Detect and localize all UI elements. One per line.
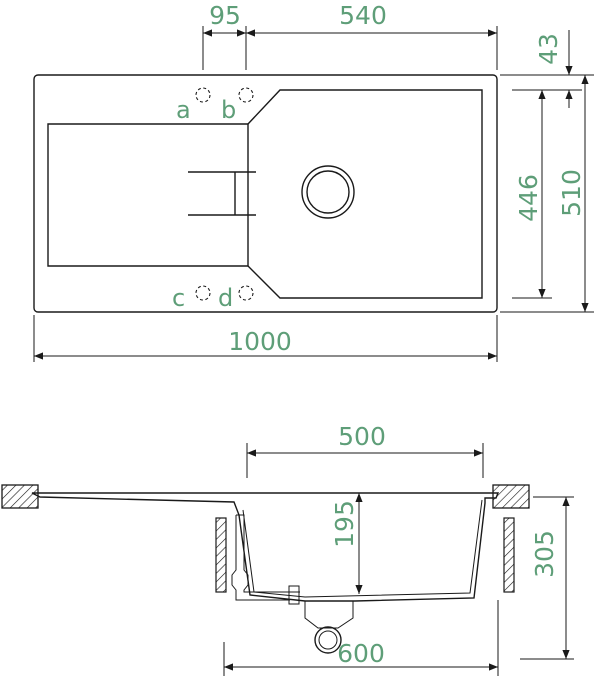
overflow-pipe	[231, 514, 300, 601]
dim-1000: 1000	[228, 327, 292, 356]
dim-500: 500	[338, 422, 386, 451]
dim-195: 195	[330, 500, 359, 548]
dim-540: 540	[339, 1, 387, 30]
sink-outline	[33, 74, 498, 313]
pipe-connector	[288, 585, 300, 605]
drain-outer	[301, 165, 355, 219]
tap-hole-d	[238, 285, 254, 301]
tap-hole-a	[195, 87, 211, 103]
dim-446: 446	[514, 174, 543, 222]
top-view: a b c d 95 540 1000 510 446 43	[33, 1, 594, 362]
countertop-left	[1, 484, 39, 509]
dim-305: 305	[530, 530, 559, 578]
drain-inner	[306, 170, 350, 214]
tap-hole-label-a: a	[176, 96, 191, 124]
cabinet-wall-left	[215, 517, 227, 593]
dim-43: 43	[534, 33, 563, 65]
cabinet-wall-right	[503, 517, 515, 593]
overflow-slot	[188, 171, 256, 216]
countertop-right	[492, 484, 530, 509]
dim-95: 95	[209, 1, 241, 30]
tap-hole-c	[195, 285, 211, 301]
tap-hole-b	[238, 87, 254, 103]
bowl-outline	[247, 89, 483, 299]
tap-hole-label-b: b	[221, 96, 236, 124]
tap-hole-label-d: d	[218, 284, 233, 312]
trap	[314, 626, 342, 654]
sink-profile	[31, 492, 500, 602]
dim-600: 600	[337, 639, 385, 668]
drainer-area	[47, 123, 249, 267]
dim-510: 510	[557, 169, 586, 217]
side-view: 500 195 305 600	[1, 422, 574, 676]
tap-hole-label-c: c	[172, 284, 185, 312]
drain-body	[304, 601, 354, 629]
